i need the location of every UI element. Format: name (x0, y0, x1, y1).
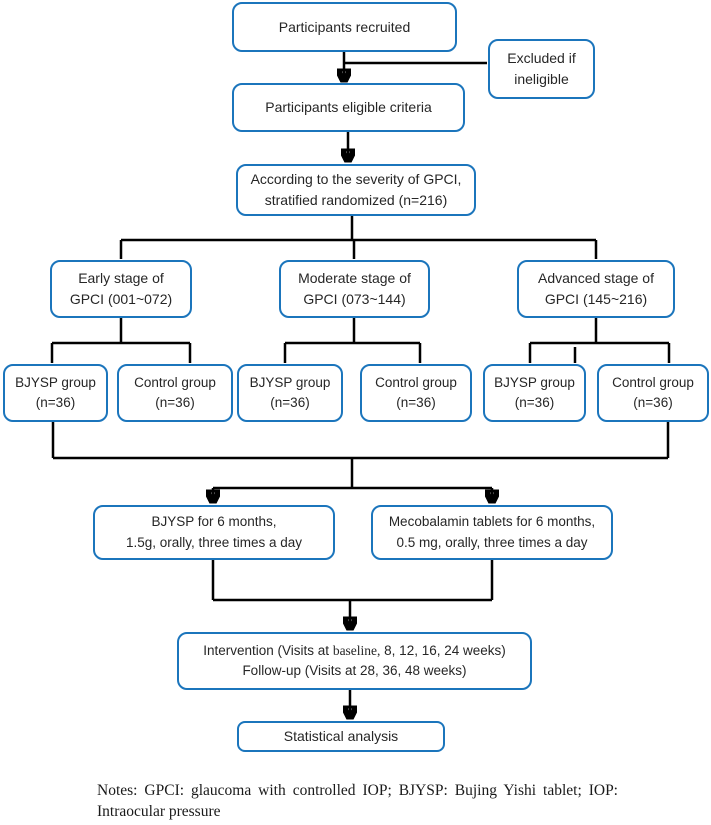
node-text: (n=36) (155, 395, 195, 410)
node-eligible-criteria: Participants eligible criteria (232, 83, 465, 132)
node-text: (n=36) (35, 395, 76, 410)
intervention-line1: Intervention (Visits at baseline, 8, 12,… (203, 641, 506, 661)
node-text: Participants recruited (278, 18, 411, 35)
node-text: (n=36) (270, 395, 310, 410)
branch-advanced-to-groups (528, 318, 671, 363)
node-participants-recruited: Participants recruited (232, 2, 457, 52)
node-group-moderate-bjysp: BJYSP group (n=36) (237, 364, 343, 422)
node-group-early-bjysp: BJYSP group (n=36) (3, 364, 108, 422)
node-moderate-stage: Moderate stage of GPCI (073~144) (279, 260, 430, 318)
node-stratified-randomized: According to the severity of GPCI, strat… (236, 164, 476, 216)
node-text: Control group (612, 374, 694, 390)
merge-groups-to-treatments (51, 422, 670, 490)
node-text: stratified randomized (n=216) (264, 192, 448, 208)
branch-randomized-to-stages (119, 216, 598, 259)
node-text-serif: baseline, (332, 642, 381, 658)
notes-line2: Intraocular pressure (97, 802, 221, 820)
node-text: Excluded if (507, 50, 576, 66)
merge-treatments (211, 560, 494, 602)
node-text: Control group (134, 374, 216, 390)
node-text: Statistical analysis (283, 728, 399, 744)
node-text: BJYSP group (249, 374, 331, 390)
node-text: Participants eligible criteria (265, 99, 432, 115)
node-text: BJYSP group (15, 374, 96, 390)
node-text: Moderate stage of (298, 270, 411, 286)
node-text: BJYSP group (494, 374, 575, 390)
node-early-stage: Early stage of GPCI (001~072) (50, 260, 192, 318)
notes-line1: Notes: GPCI: glaucoma with controlled IO… (97, 782, 618, 799)
node-text: (n=36) (514, 395, 555, 410)
node-text: Control group (375, 374, 457, 390)
node-text: Advanced stage of (538, 270, 654, 286)
node-text: (n=36) (633, 395, 673, 410)
node-text: GPCI (001~072) (69, 291, 173, 307)
node-text: Intervention (Visits at (203, 642, 333, 658)
node-text: Mecobalamin tablets for 6 months, (388, 514, 596, 530)
node-text: 1.5g, orally, three times a day (125, 534, 303, 550)
node-group-advanced-control: Control group (n=36) (597, 364, 709, 422)
node-group-advanced-bjysp: BJYSP group (n=36) (483, 364, 586, 422)
intervention-line2: Follow-up (Visits at 28, 36, 48 weeks) (242, 663, 467, 678)
node-advanced-stage: Advanced stage of GPCI (145~216) (517, 260, 675, 318)
node-intervention-followup: Intervention (Visits at baseline, 8, 12,… (177, 632, 532, 690)
node-treatment-mecobalamin: Mecobalamin tablets for 6 months, 0.5 mg… (371, 505, 613, 560)
node-text: 0.5 mg, orally, three times a day (396, 534, 588, 550)
node-text: Early stage of (78, 270, 164, 286)
branch-early-to-groups (50, 318, 192, 363)
branch-moderate-to-groups (283, 318, 422, 363)
node-group-moderate-control: Control group (n=36) (360, 364, 472, 422)
node-text: ineligible (514, 71, 569, 87)
node-excluded-if-ineligible: Excluded if ineligible (488, 39, 595, 99)
node-text: GPCI (145~216) (544, 291, 648, 307)
node-text: GPCI (073~144) (303, 291, 406, 307)
node-text: 8, 12, 16, 24 weeks) (380, 642, 506, 658)
node-treatment-bjysp: BJYSP for 6 months, 1.5g, orally, three … (93, 505, 335, 560)
node-text: (n=36) (396, 395, 436, 410)
node-statistical-analysis: Statistical analysis (237, 721, 445, 752)
node-text: BJYSP for 6 months, (151, 514, 277, 530)
node-text: According to the severity of GPCI, (250, 171, 462, 187)
figure-notes: Notes: GPCI: glaucoma with controlled IO… (97, 781, 618, 823)
node-group-early-control: Control group (n=36) (117, 364, 233, 422)
